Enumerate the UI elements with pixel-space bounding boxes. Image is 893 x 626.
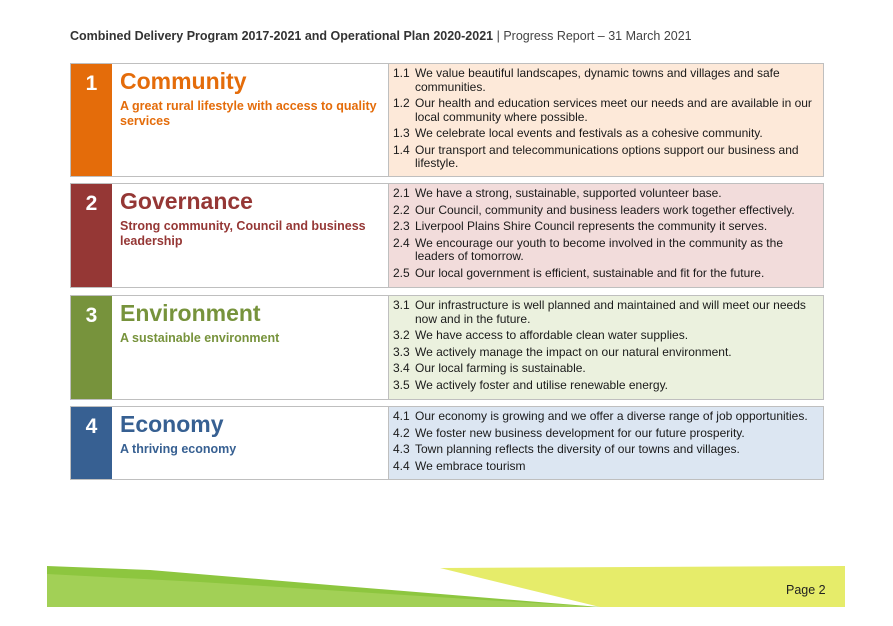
list-item: 2.4 We encourage our youth to become invo…: [393, 235, 817, 264]
item-text: We have a strong, sustainable, supported…: [415, 186, 722, 200]
item-number: 4.2: [393, 425, 410, 440]
header-report-date: Progress Report – 31 March 2021: [503, 29, 692, 43]
objective-list: 4.1 Our economy is growing and we offer a…: [388, 407, 823, 479]
item-text: Our transport and telecommunications opt…: [415, 142, 799, 170]
item-text: We celebrate local events and festivals …: [415, 126, 763, 140]
item-text: We actively foster and utilise renewable…: [415, 377, 669, 392]
list-item: 3.4 Our local farming is sustainable.: [393, 361, 817, 376]
list-item: 3.3 We actively manage the impact on our …: [393, 344, 817, 360]
list-item: 1.1 We value beautiful landscapes, dynami…: [393, 66, 817, 94]
objective-list: 2.1 We have a strong, sustainable, suppor…: [388, 184, 823, 287]
section-economy: 4 Economy A thriving economy 4.1 Our econ…: [70, 406, 824, 480]
list-item: 4.1 Our economy is growing and we offer a…: [393, 409, 817, 424]
item-number: 3.3: [393, 344, 410, 359]
item-number: 2.5: [393, 265, 410, 280]
list-item: 2.3 Liverpool Plains Shire Council repres…: [393, 219, 817, 234]
item-number: 2.1: [393, 186, 410, 200]
list-item: 1.4 Our transport and telecommunications …: [393, 142, 817, 171]
list-item: 2.2 Our Council, community and business l…: [393, 202, 817, 218]
list-item: 2.1 We have a strong, sustainable, suppor…: [393, 186, 817, 201]
item-text: Our Council, community and business lead…: [415, 202, 795, 217]
item-number: 1.2: [393, 96, 410, 110]
list-item: 4.2 We foster new business development fo…: [393, 425, 817, 441]
section-governance: 2 Governance Strong community, Council a…: [70, 183, 824, 288]
page-number: Page 2: [786, 583, 826, 597]
item-number: 3.4: [393, 361, 410, 375]
section-title: Community: [120, 68, 247, 94]
section-heading: Community A great rural lifestyle with a…: [112, 64, 388, 176]
section-title: Governance: [120, 188, 253, 214]
item-number: 1.4: [393, 142, 410, 157]
footer-swoosh-graphic: [47, 566, 845, 607]
list-item: 1.2 Our health and education services mee…: [393, 96, 817, 124]
list-item: 3.5 We actively foster and utilise renewa…: [393, 377, 817, 393]
section-number: 1: [71, 64, 112, 176]
section-number: 3: [71, 296, 112, 399]
item-text: Our infrastructure is well planned and m…: [415, 298, 806, 326]
item-text: Town planning reflects the diversity of …: [415, 442, 740, 456]
page-header: Combined Delivery Program 2017-2021 and …: [70, 29, 692, 43]
section-heading: Economy A thriving economy: [112, 407, 388, 479]
section-community: 1 Community A great rural lifestyle with…: [70, 63, 824, 177]
item-number: 1.1: [393, 66, 410, 80]
header-separator: |: [496, 29, 500, 43]
section-title: Economy: [120, 411, 224, 437]
item-text: Our local farming is sustainable.: [415, 361, 586, 375]
objective-list: 3.1 Our infrastructure is well planned an…: [388, 296, 823, 399]
item-text: We foster new business development for o…: [415, 425, 745, 440]
item-text: We value beautiful landscapes, dynamic t…: [415, 66, 780, 94]
item-number: 4.4: [393, 458, 410, 473]
list-item: 3.1 Our infrastructure is well planned an…: [393, 298, 817, 326]
item-number: 3.5: [393, 377, 410, 392]
section-number: 4: [71, 407, 112, 479]
list-item: 1.3 We celebrate local events and festiva…: [393, 126, 817, 141]
header-title: Combined Delivery Program 2017-2021 and …: [70, 29, 494, 43]
item-number: 4.3: [393, 442, 410, 456]
section-subtitle: A thriving economy: [120, 442, 237, 456]
list-item: 3.2 We have access to affordable clean wa…: [393, 328, 817, 343]
item-number: 4.1: [393, 409, 410, 423]
section-subtitle: A great rural lifestyle with access to q…: [120, 99, 377, 128]
item-text: We encourage our youth to become involve…: [415, 235, 783, 263]
section-title: Environment: [120, 300, 261, 326]
item-number: 1.3: [393, 126, 410, 140]
footer-yellow-band: [440, 566, 845, 607]
list-item: 4.3 Town planning reflects the diversity …: [393, 442, 817, 457]
item-number: 2.3: [393, 219, 410, 233]
item-number: 3.1: [393, 298, 410, 312]
list-item: 4.4 We embrace tourism: [393, 458, 817, 474]
item-text: Our economy is growing and we offer a di…: [415, 409, 808, 423]
section-subtitle: Strong community, Council and business l…: [120, 219, 366, 248]
section-environment: 3 Environment A sustainable environment …: [70, 295, 824, 400]
footer-light-band: [47, 574, 600, 607]
item-number: 3.2: [393, 328, 410, 342]
objective-list: 1.1 We value beautiful landscapes, dynami…: [388, 64, 823, 176]
list-item: 2.5 Our local government is efficient, su…: [393, 265, 817, 281]
section-number: 2: [71, 184, 112, 287]
item-number: 2.2: [393, 202, 410, 217]
section-subtitle: A sustainable environment: [120, 331, 280, 345]
section-heading: Governance Strong community, Council and…: [112, 184, 388, 287]
item-text: Liverpool Plains Shire Council represent…: [415, 219, 768, 233]
section-heading: Environment A sustainable environment: [112, 296, 388, 399]
item-text: We embrace tourism: [415, 458, 526, 473]
item-text: Our local government is efficient, susta…: [415, 265, 765, 280]
item-number: 2.4: [393, 235, 410, 250]
item-text: We have access to affordable clean water…: [415, 328, 689, 342]
item-text: We actively manage the impact on our nat…: [415, 344, 732, 359]
item-text: Our health and education services meet o…: [415, 96, 812, 124]
